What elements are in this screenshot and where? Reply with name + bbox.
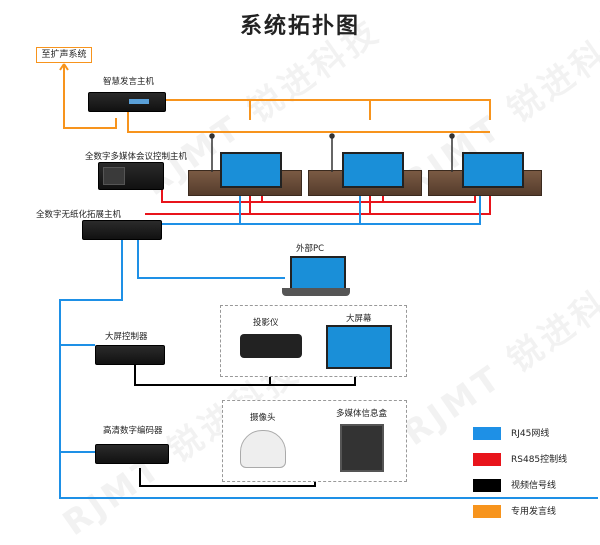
speaker-system-box: 至扩声系统: [36, 47, 92, 63]
microphones: [209, 133, 455, 172]
legend-swatch-speech: [473, 505, 501, 518]
speech-line-to-speaker: [63, 64, 117, 129]
laptop-icon: [290, 256, 346, 290]
legend-swatch-rj45: [473, 427, 501, 440]
encoder-label: 高清数字编码器: [103, 426, 163, 436]
big-screen-label: 大屏幕: [346, 314, 372, 324]
legend-item: RJ45网线: [473, 426, 549, 440]
desk-screen: [342, 152, 404, 188]
screen-controller-label: 大屏控制器: [105, 332, 148, 342]
media-box-label: 多媒体信息盒: [336, 409, 388, 419]
media-controller-label: 全数字多媒体会议控制主机: [85, 152, 188, 162]
media-controller-device: [98, 162, 164, 190]
legend-item: RS485控制线: [473, 452, 567, 466]
projector-label: 投影仪: [253, 318, 279, 328]
legend-item: 视频信号线: [473, 478, 556, 492]
camera-label: 摄像头: [250, 413, 276, 423]
screen-controller-device: [95, 345, 165, 365]
expansion-host-label: 全数字无纸化拓展主机: [36, 210, 122, 220]
speech-line-bottom: [127, 112, 490, 133]
media-box-icon: [340, 424, 384, 472]
projector-icon: [240, 334, 302, 358]
expansion-host-device: [82, 220, 162, 240]
legend-swatch-rs485: [473, 453, 501, 466]
big-screen-icon: [326, 325, 392, 369]
camera-icon: [240, 430, 286, 468]
laptop-base: [282, 288, 350, 296]
encoder-device: [95, 444, 169, 464]
rj45-line: [160, 196, 481, 225]
speech-host-device: [88, 92, 166, 112]
legend-swatch-video: [473, 479, 501, 492]
external-pc-label: 外部PC: [296, 244, 325, 254]
speech-host-label: 智慧发言主机: [103, 77, 155, 87]
desk-screen: [220, 152, 282, 188]
legend-item: 专用发言线: [473, 504, 556, 518]
diagram-title: 系统拓扑图: [239, 14, 360, 39]
speech-line-to-mics: [165, 99, 491, 120]
desk-screen: [462, 152, 524, 188]
